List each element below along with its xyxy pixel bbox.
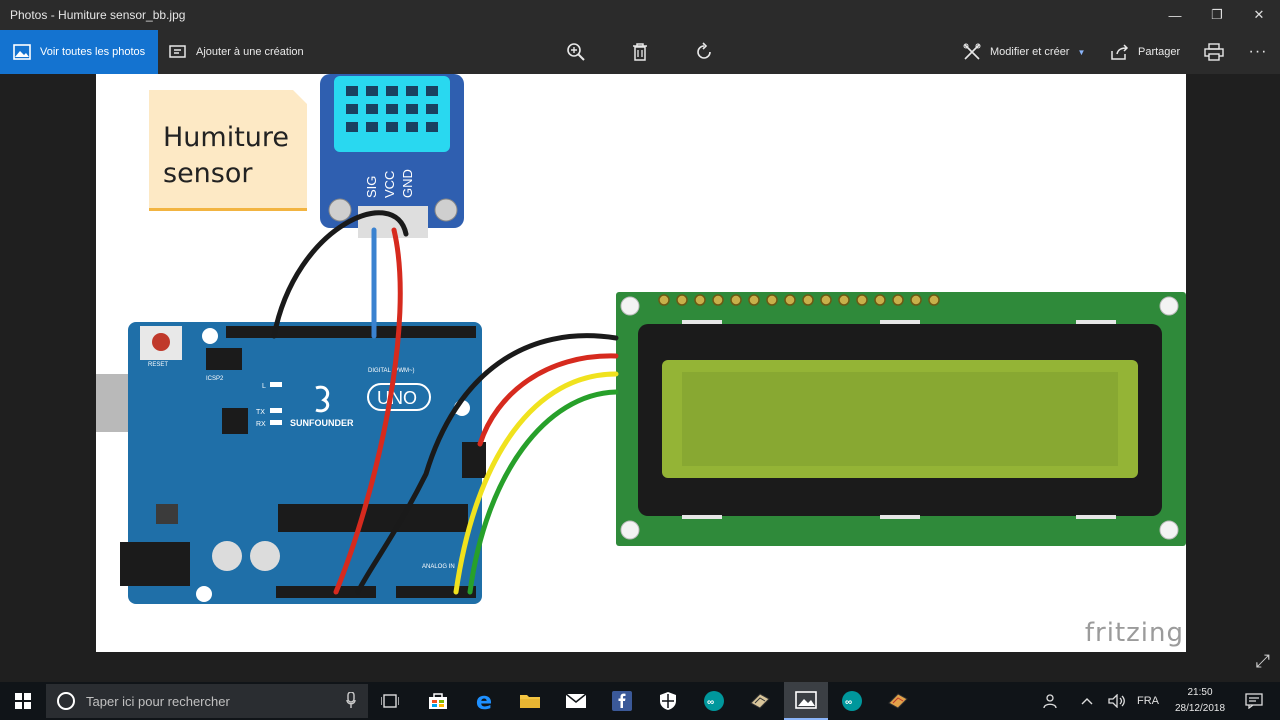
printer-icon: [1204, 42, 1224, 62]
print-button[interactable]: [1204, 30, 1224, 74]
taskbar-search-box[interactable]: Taper ici pour rechercher: [46, 684, 368, 718]
zoom-icon: [566, 42, 586, 62]
notification-center-icon[interactable]: [1240, 682, 1268, 720]
add-to-creation-button[interactable]: Ajouter à une création: [168, 30, 304, 74]
window-title: Photos - Humiture sensor_bb.jpg: [10, 8, 186, 22]
pin-label-gnd: GND: [400, 169, 415, 198]
shield-icon[interactable]: [646, 682, 690, 720]
clock-time: 21:50: [1187, 687, 1213, 698]
photo-viewer-canvas: Humiture sensor: [0, 74, 1280, 682]
add-to-creation-label: Ajouter à une création: [196, 46, 304, 58]
delete-button[interactable]: [630, 30, 650, 74]
note-line-1: Humiture: [163, 122, 290, 153]
svg-text:∞: ∞: [707, 697, 714, 708]
analog-label: ANALOG IN: [422, 564, 455, 570]
microphone-icon[interactable]: [346, 691, 356, 711]
reset-label: RESET: [148, 362, 168, 368]
rotate-button[interactable]: [694, 30, 714, 74]
people-icon[interactable]: [1038, 682, 1062, 720]
digital-label: DIGITAL (PWM~): [368, 368, 415, 374]
edge-browser-icon[interactable]: e: [475, 687, 493, 715]
see-all-photos-label: Voir toutes les photos: [40, 46, 146, 58]
ellipsis-icon: ···: [1248, 43, 1268, 60]
fritzing-app-icon-2[interactable]: [876, 682, 920, 720]
chevron-down-icon: ▼: [1077, 47, 1086, 57]
mail-icon[interactable]: [554, 682, 598, 720]
edit-create-label: Modifier et créer: [990, 46, 1070, 58]
close-button[interactable]: ✕: [1253, 7, 1265, 22]
language-indicator[interactable]: FRA: [1137, 695, 1159, 707]
maximize-button[interactable]: ❐: [1211, 7, 1223, 22]
see-all-photos-button[interactable]: Voir toutes les photos: [0, 30, 158, 74]
arduino-ide-icon[interactable]: ∞: [692, 682, 736, 720]
svg-text:∞: ∞: [845, 697, 852, 708]
led-label-l: L: [262, 383, 266, 390]
share-button[interactable]: Partager: [1110, 30, 1180, 74]
photos-icon: [12, 42, 32, 62]
led-label-rx: RX: [256, 421, 266, 428]
share-icon: [1110, 42, 1130, 62]
board-brand: SUNFOUNDER: [290, 418, 354, 428]
pin-label-vcc: VCC: [382, 171, 397, 198]
photos-app-icon[interactable]: [784, 682, 828, 720]
led-label-tx: TX: [256, 409, 265, 416]
lcd-module: [616, 292, 1186, 546]
file-explorer-icon[interactable]: [508, 682, 552, 720]
edit-tools-icon: [962, 42, 982, 62]
fritzing-watermark: fritzing: [1084, 618, 1184, 648]
fritzing-app-icon[interactable]: [738, 682, 782, 720]
note-text: Humiture sensor: [163, 120, 289, 192]
wires: [271, 210, 619, 595]
on-label: ON: [454, 409, 465, 416]
photo-toolbar: Voir toutes les photos Ajouter à une cré…: [0, 30, 1280, 74]
board-model: UNO: [377, 388, 417, 408]
minimize-button[interactable]: —: [1168, 7, 1182, 23]
cortana-icon: [57, 692, 75, 710]
task-view-icon[interactable]: [368, 682, 412, 720]
store-icon[interactable]: [416, 682, 460, 720]
system-clock[interactable]: 21:50 28/12/2018: [1160, 685, 1240, 717]
more-options-button[interactable]: ···: [1248, 30, 1268, 74]
circuit-drawing: SUNFOUNDER UNO RESET ICSP2 DIGITAL (PWM~…: [96, 74, 1186, 604]
pin-label-sig: SIG: [364, 176, 379, 198]
volume-icon[interactable]: [1104, 682, 1130, 720]
rotate-icon: [694, 42, 714, 62]
chevron-up-icon[interactable]: [1076, 682, 1098, 720]
clock-date: 28/12/2018: [1174, 703, 1226, 714]
humiture-sensor-module: SIG VCC GND: [320, 74, 464, 238]
facebook-icon[interactable]: [600, 682, 644, 720]
icsp-label: ICSP2: [206, 376, 224, 382]
edit-create-button[interactable]: Modifier et créer ▼: [962, 30, 1085, 74]
title-note: Humiture sensor: [149, 90, 307, 208]
title-bar: Photos - Humiture sensor_bb.jpg — ❐ ✕: [0, 0, 1280, 30]
note-line-2: sensor: [163, 158, 253, 189]
share-label: Partager: [1138, 46, 1181, 58]
search-placeholder: Taper ici pour rechercher: [86, 693, 230, 709]
fullscreen-icon[interactable]: ⤢: [1255, 651, 1270, 671]
circuit-diagram-photo[interactable]: Humiture sensor: [96, 74, 1186, 652]
arduino-ide-icon-2[interactable]: ∞: [830, 682, 874, 720]
zoom-button[interactable]: [566, 30, 586, 74]
windows-logo-icon: [15, 693, 31, 709]
add-creation-icon: [168, 42, 188, 62]
trash-icon: [630, 42, 650, 62]
start-button[interactable]: [0, 682, 46, 720]
windows-taskbar: Taper ici pour rechercher e ∞: [0, 682, 1280, 720]
